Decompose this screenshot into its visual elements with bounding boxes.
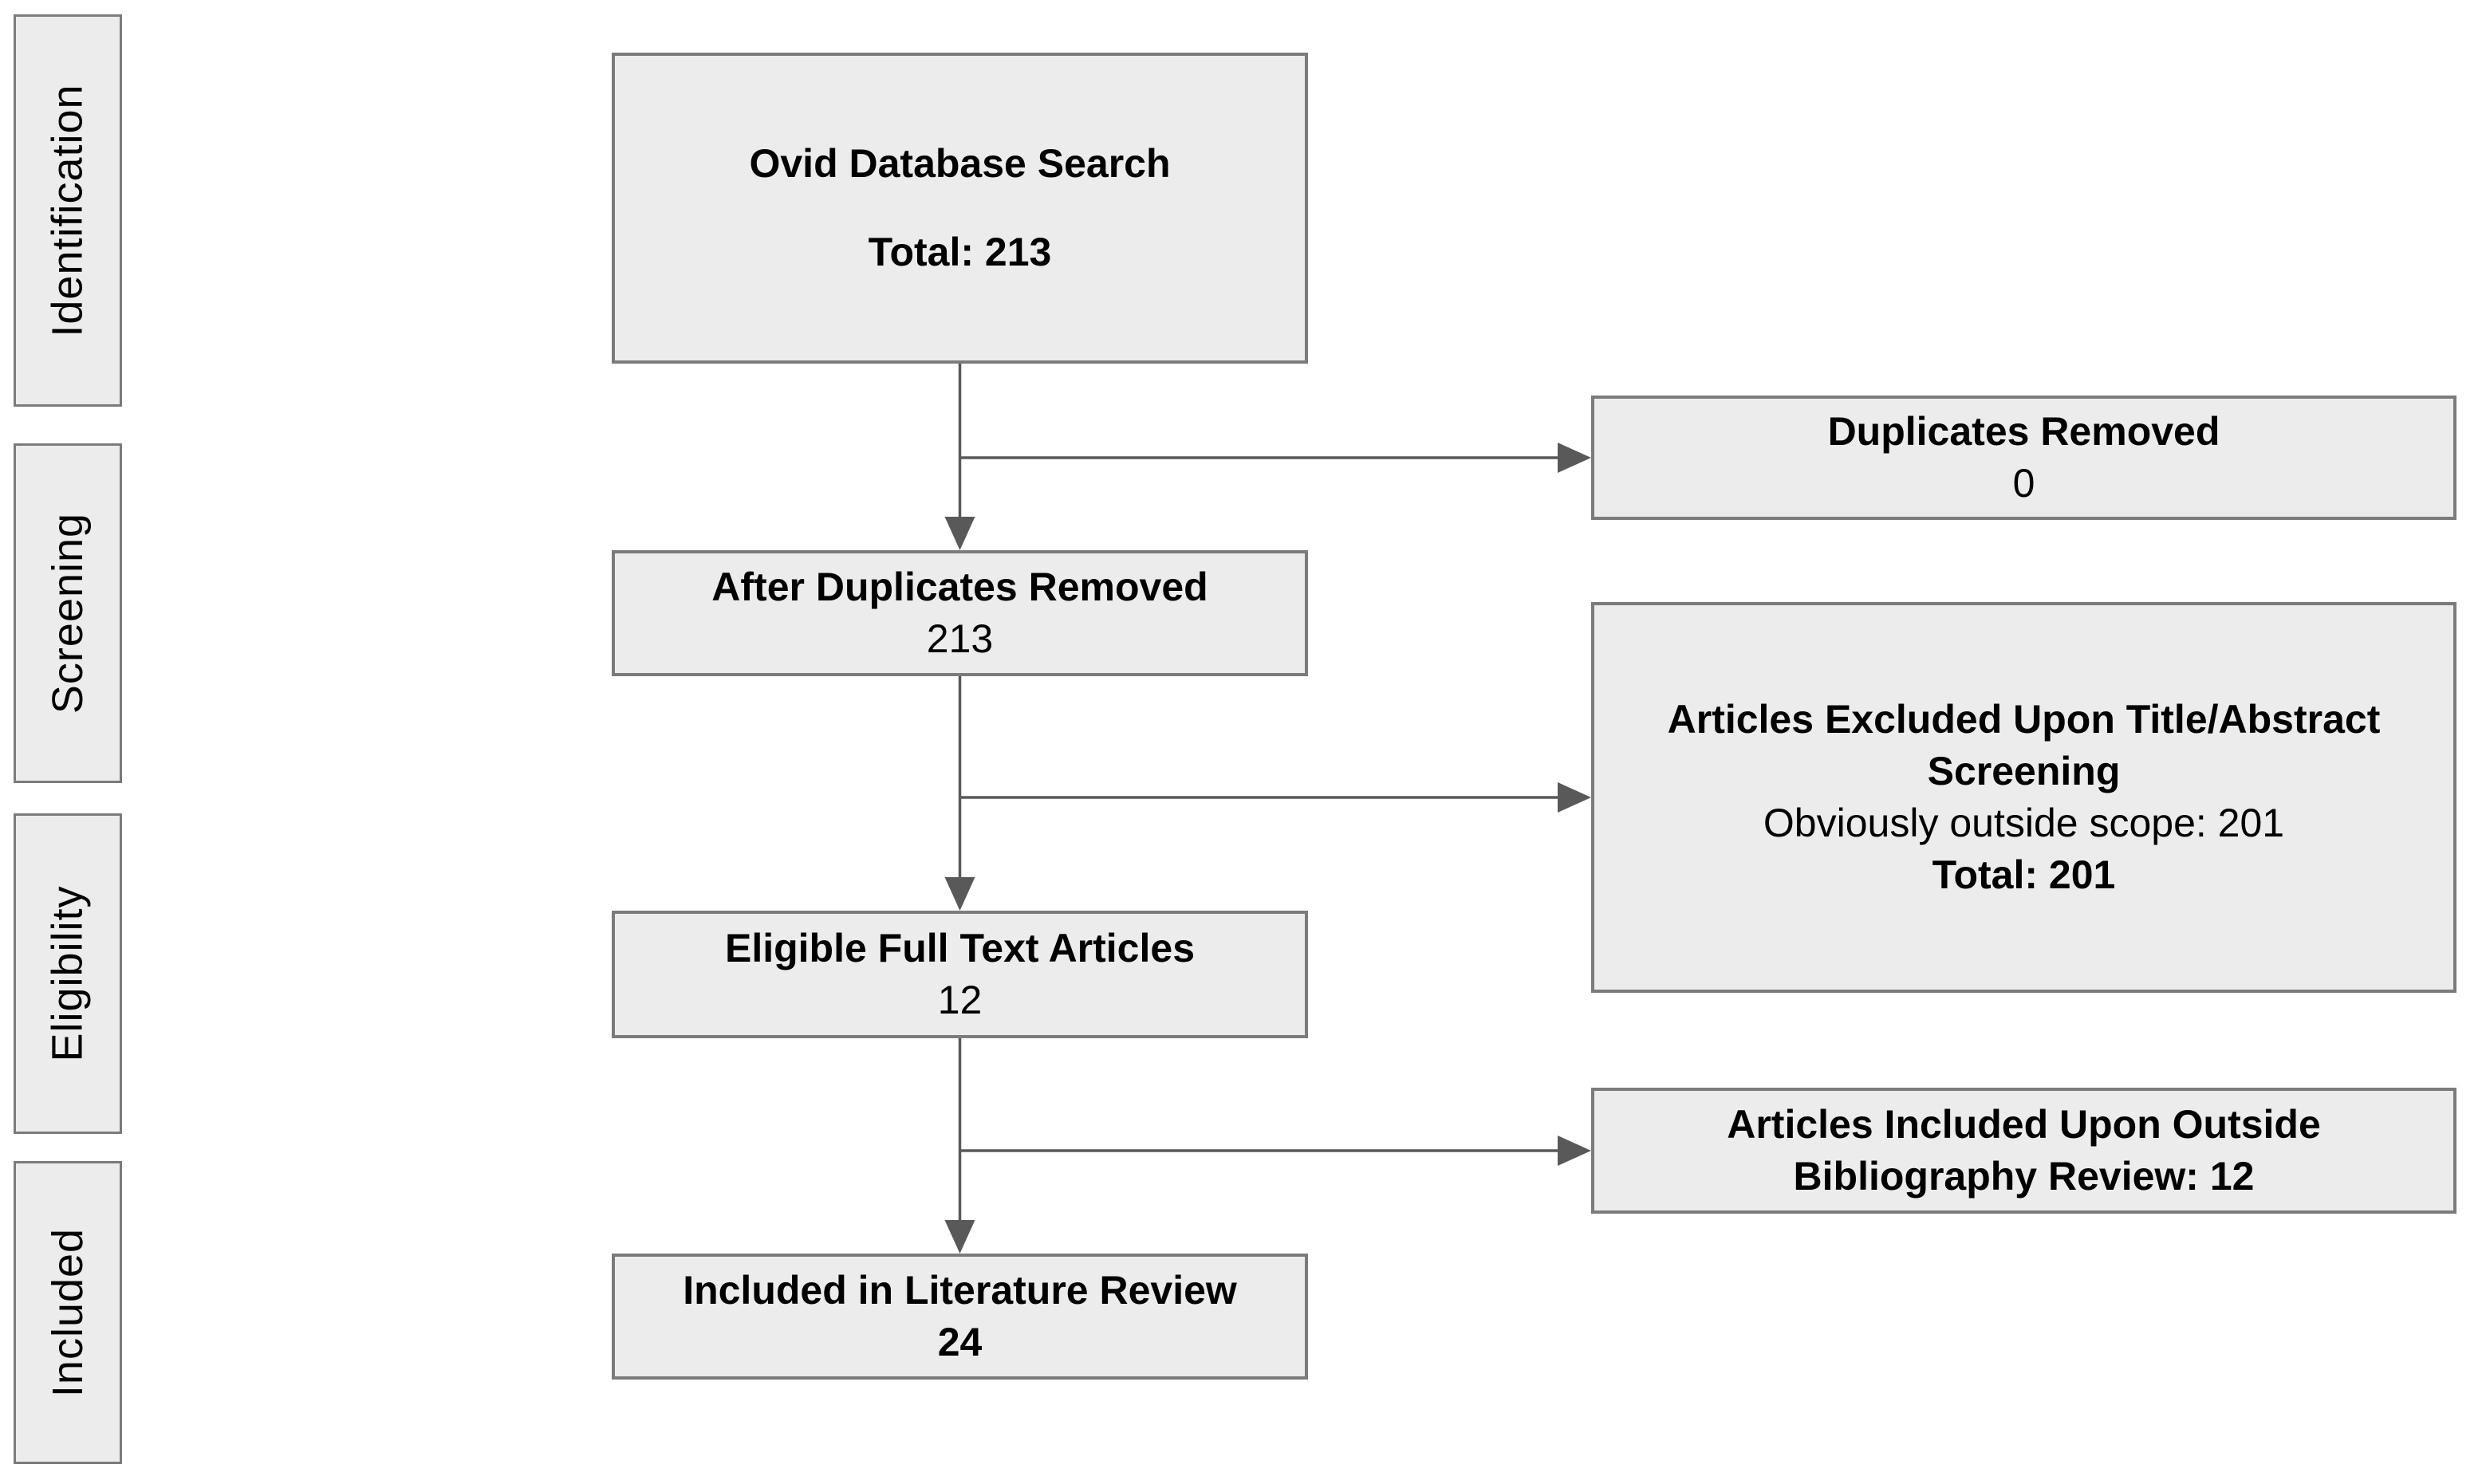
- box-count: 0: [2012, 461, 2035, 506]
- box-duplicates-removed: Duplicates Removed 0: [1591, 396, 2456, 520]
- box-title-line2: Bibliography Review: 12: [1793, 1154, 2255, 1199]
- stage-identification: Identification: [14, 14, 122, 407]
- box-count: 24: [937, 1320, 983, 1364]
- stage-screening: Screening: [14, 443, 122, 783]
- box-total: Total: 201: [1932, 852, 2116, 897]
- stage-label: Included: [44, 1227, 93, 1398]
- stage-included: Included: [14, 1161, 122, 1464]
- box-title-line1: Articles Included Upon Outside: [1727, 1102, 2321, 1147]
- box-total: Total: 213: [868, 230, 1052, 274]
- stage-label: Eligibility: [44, 885, 93, 1062]
- box-title: Ovid Database Search: [749, 141, 1171, 186]
- box-count: 213: [926, 616, 994, 661]
- arrowhead-right-excluded-icon: [1558, 782, 1591, 813]
- box-eligible-full-text-articles: Eligible Full Text Articles 12: [612, 911, 1308, 1038]
- box-title-line2: Screening: [1927, 749, 2121, 793]
- arrowhead-down-after-duplicates-icon: [944, 517, 975, 550]
- box-after-duplicates-removed: After Duplicates Removed 213: [612, 550, 1308, 676]
- box-articles-excluded-title-abstract-screening: Articles Excluded Upon Title/Abstract Sc…: [1591, 602, 2456, 993]
- box-title: After Duplicates Removed: [711, 565, 1208, 609]
- arrowhead-right-bibliography-icon: [1558, 1136, 1591, 1166]
- box-title: Included in Literature Review: [683, 1268, 1237, 1313]
- box-articles-included-bibliography-review: Articles Included Upon Outside Bibliogra…: [1591, 1088, 2456, 1214]
- box-ovid-database-search: Ovid Database Search Total: 213: [612, 53, 1308, 364]
- stage-label: Screening: [44, 512, 93, 714]
- stage-eligibility: Eligibility: [14, 813, 122, 1134]
- box-detail: Obviously outside scope: 201: [1763, 801, 2285, 845]
- box-included-in-literature-review: Included in Literature Review 24: [612, 1254, 1308, 1380]
- box-title: Duplicates Removed: [1827, 409, 2220, 454]
- box-title: Eligible Full Text Articles: [724, 926, 1195, 970]
- box-count: 12: [937, 978, 983, 1022]
- arrowhead-right-duplicates-removed-icon: [1558, 443, 1591, 473]
- box-title-line1: Articles Excluded Upon Title/Abstract: [1667, 697, 2381, 742]
- arrowhead-down-eligible-icon: [944, 877, 975, 911]
- arrowhead-down-included-icon: [944, 1220, 975, 1254]
- stage-label: Identification: [44, 84, 93, 337]
